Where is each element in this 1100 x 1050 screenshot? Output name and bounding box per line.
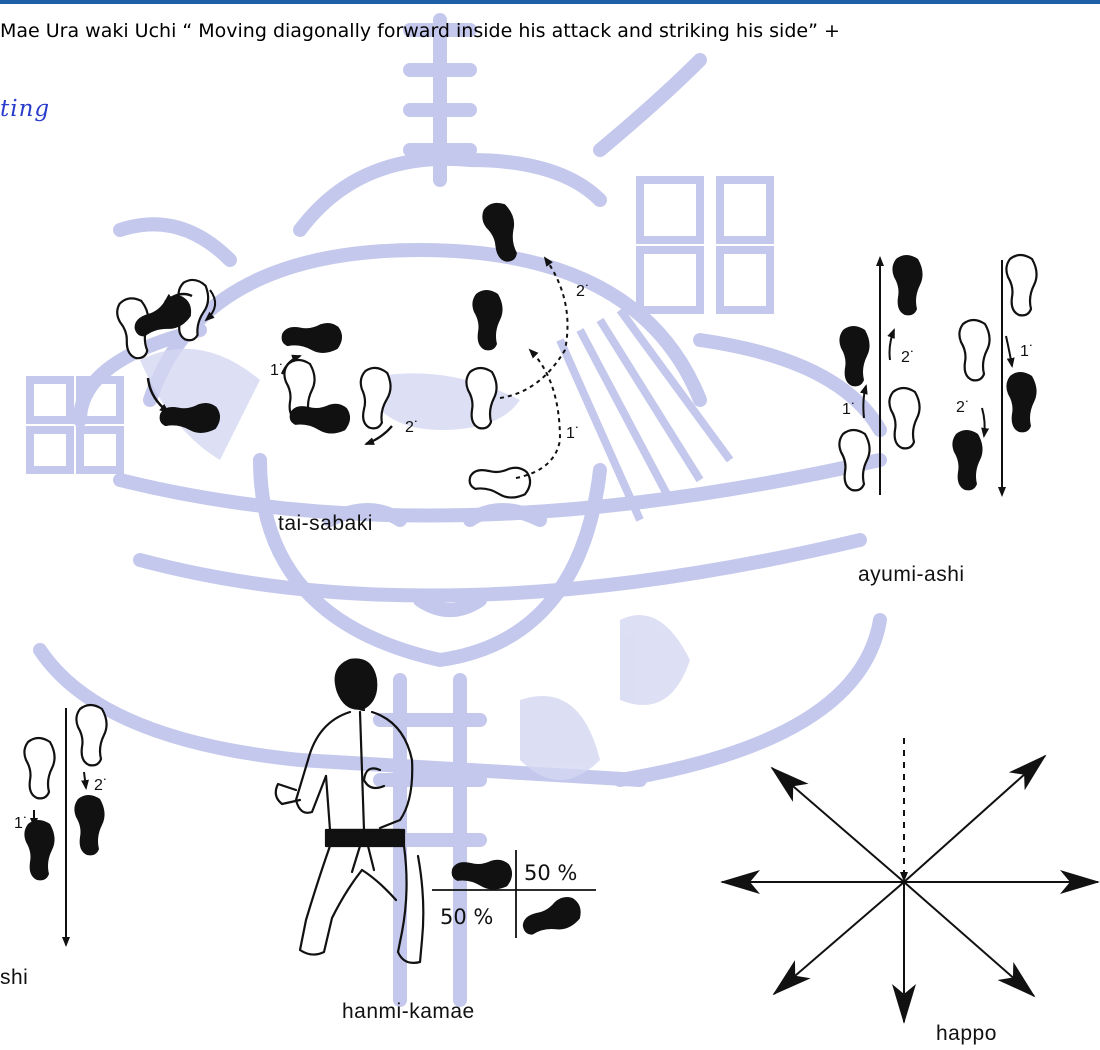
- tai-sabaki-diagram: 1˙ 2˙ 2˙ 1˙: [115, 199, 590, 499]
- caption-tai-sabaki: tai-sabaki: [278, 512, 373, 536]
- caption-hanmi-kamae: hanmi-kamae: [342, 1000, 475, 1024]
- footprint-icon: [479, 199, 524, 265]
- step-number: 2˙: [94, 777, 108, 794]
- step-number: 2˙: [405, 419, 419, 436]
- step-number: 2˙: [956, 399, 970, 416]
- step-number: 1˙: [270, 362, 284, 379]
- footprint-icon: [472, 290, 502, 350]
- footprint-icon: [839, 430, 869, 490]
- step-number: 1˙: [842, 401, 856, 418]
- caption-happo: happo: [936, 1022, 997, 1046]
- step-number: 2˙: [576, 283, 590, 300]
- footprint-icon: [74, 795, 104, 855]
- footprint-icon: [518, 893, 585, 942]
- footprint-icon: [839, 326, 869, 386]
- footprint-icon: [76, 705, 106, 765]
- step-number: 1˙: [14, 815, 28, 832]
- step-number: 2˙: [901, 349, 915, 366]
- footprint-icon: [468, 464, 531, 499]
- caption-partial-ashi: shi: [0, 966, 28, 990]
- footprint-icon: [1006, 372, 1036, 432]
- footprint-icon: [889, 388, 919, 448]
- karateka-figure: [276, 659, 424, 962]
- weight-distribution-diagram: 50 % 50 %: [432, 850, 596, 942]
- ayumi-ashi-diagram: 1˙ 2˙ 1˙ 2˙: [839, 255, 1036, 495]
- footprint-icon: [959, 320, 989, 380]
- footprint-icon: [357, 367, 392, 430]
- step-number: 1˙: [1020, 343, 1034, 360]
- caption-ayumi-ashi: ayumi-ashi: [858, 563, 965, 587]
- weight-back-label: 50 %: [440, 905, 493, 929]
- footprint-icon: [952, 430, 982, 490]
- happo-diagram: [722, 738, 1098, 1022]
- step-number: 1˙: [566, 425, 580, 442]
- footprint-icon: [159, 401, 220, 433]
- footprint-icon: [466, 368, 496, 428]
- weight-front-label: 50 %: [524, 861, 577, 885]
- footprint-icon: [281, 321, 342, 353]
- footprint-icon: [24, 738, 54, 798]
- footprint-icon: [24, 820, 54, 880]
- partial-footwork-diagram: 1˙ 2˙: [14, 705, 108, 945]
- footprint-icon: [892, 255, 922, 315]
- footprint-icon: [1006, 255, 1036, 315]
- footprint-icon: [450, 856, 513, 891]
